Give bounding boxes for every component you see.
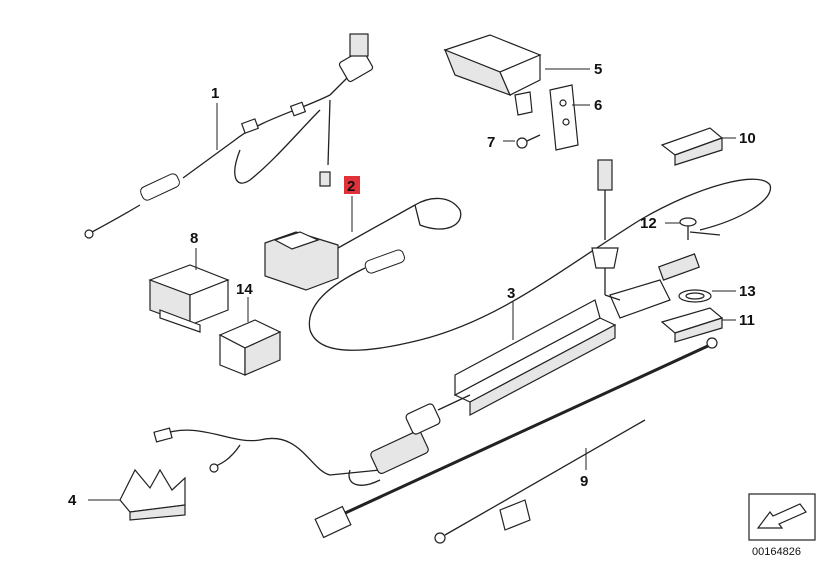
part-14-cover [218, 319, 282, 376]
diagram-id: 00164826 [752, 546, 801, 558]
part-5-unit [443, 34, 542, 116]
callout-2: 2 [347, 178, 355, 195]
part-6-plate [549, 84, 579, 151]
callout-5: 5 [594, 61, 602, 78]
long-loop-cable [419, 159, 771, 341]
part-9-rod [314, 337, 718, 544]
callout-1: 1 [211, 85, 219, 102]
part-12-bolt [679, 217, 697, 240]
callout-9: 9 [580, 473, 588, 490]
callout-8: 8 [190, 230, 198, 247]
callout-2-highlight [344, 176, 360, 194]
lower-cable-cylinders [153, 394, 471, 486]
part-7-screw [516, 134, 541, 149]
callout-3: 3 [507, 285, 515, 302]
part-4-clip [119, 468, 186, 521]
callouts: 1 2 3 4 5 6 7 8 9 10 11 12 13 14 [68, 61, 756, 509]
callout-6: 6 [594, 97, 602, 114]
part-13-ring [678, 289, 712, 303]
arrow-icon [756, 503, 807, 529]
part-11-bracket [660, 307, 724, 343]
callout-12: 12 [640, 215, 657, 232]
leader-lines [88, 68, 736, 501]
diagram-id-box: 00164826 [748, 493, 816, 558]
callout-13: 13 [739, 283, 756, 300]
callout-10: 10 [739, 130, 756, 147]
part-10-bracket [660, 127, 724, 166]
part-8-bracket [148, 264, 230, 333]
callout-7: 7 [487, 134, 495, 151]
part-3-rail [453, 253, 701, 416]
callout-4: 4 [68, 492, 77, 509]
callout-11: 11 [739, 312, 755, 329]
part-2-cable-assembly [264, 197, 462, 351]
callout-14: 14 [236, 281, 253, 298]
part-1-cable [84, 33, 374, 239]
